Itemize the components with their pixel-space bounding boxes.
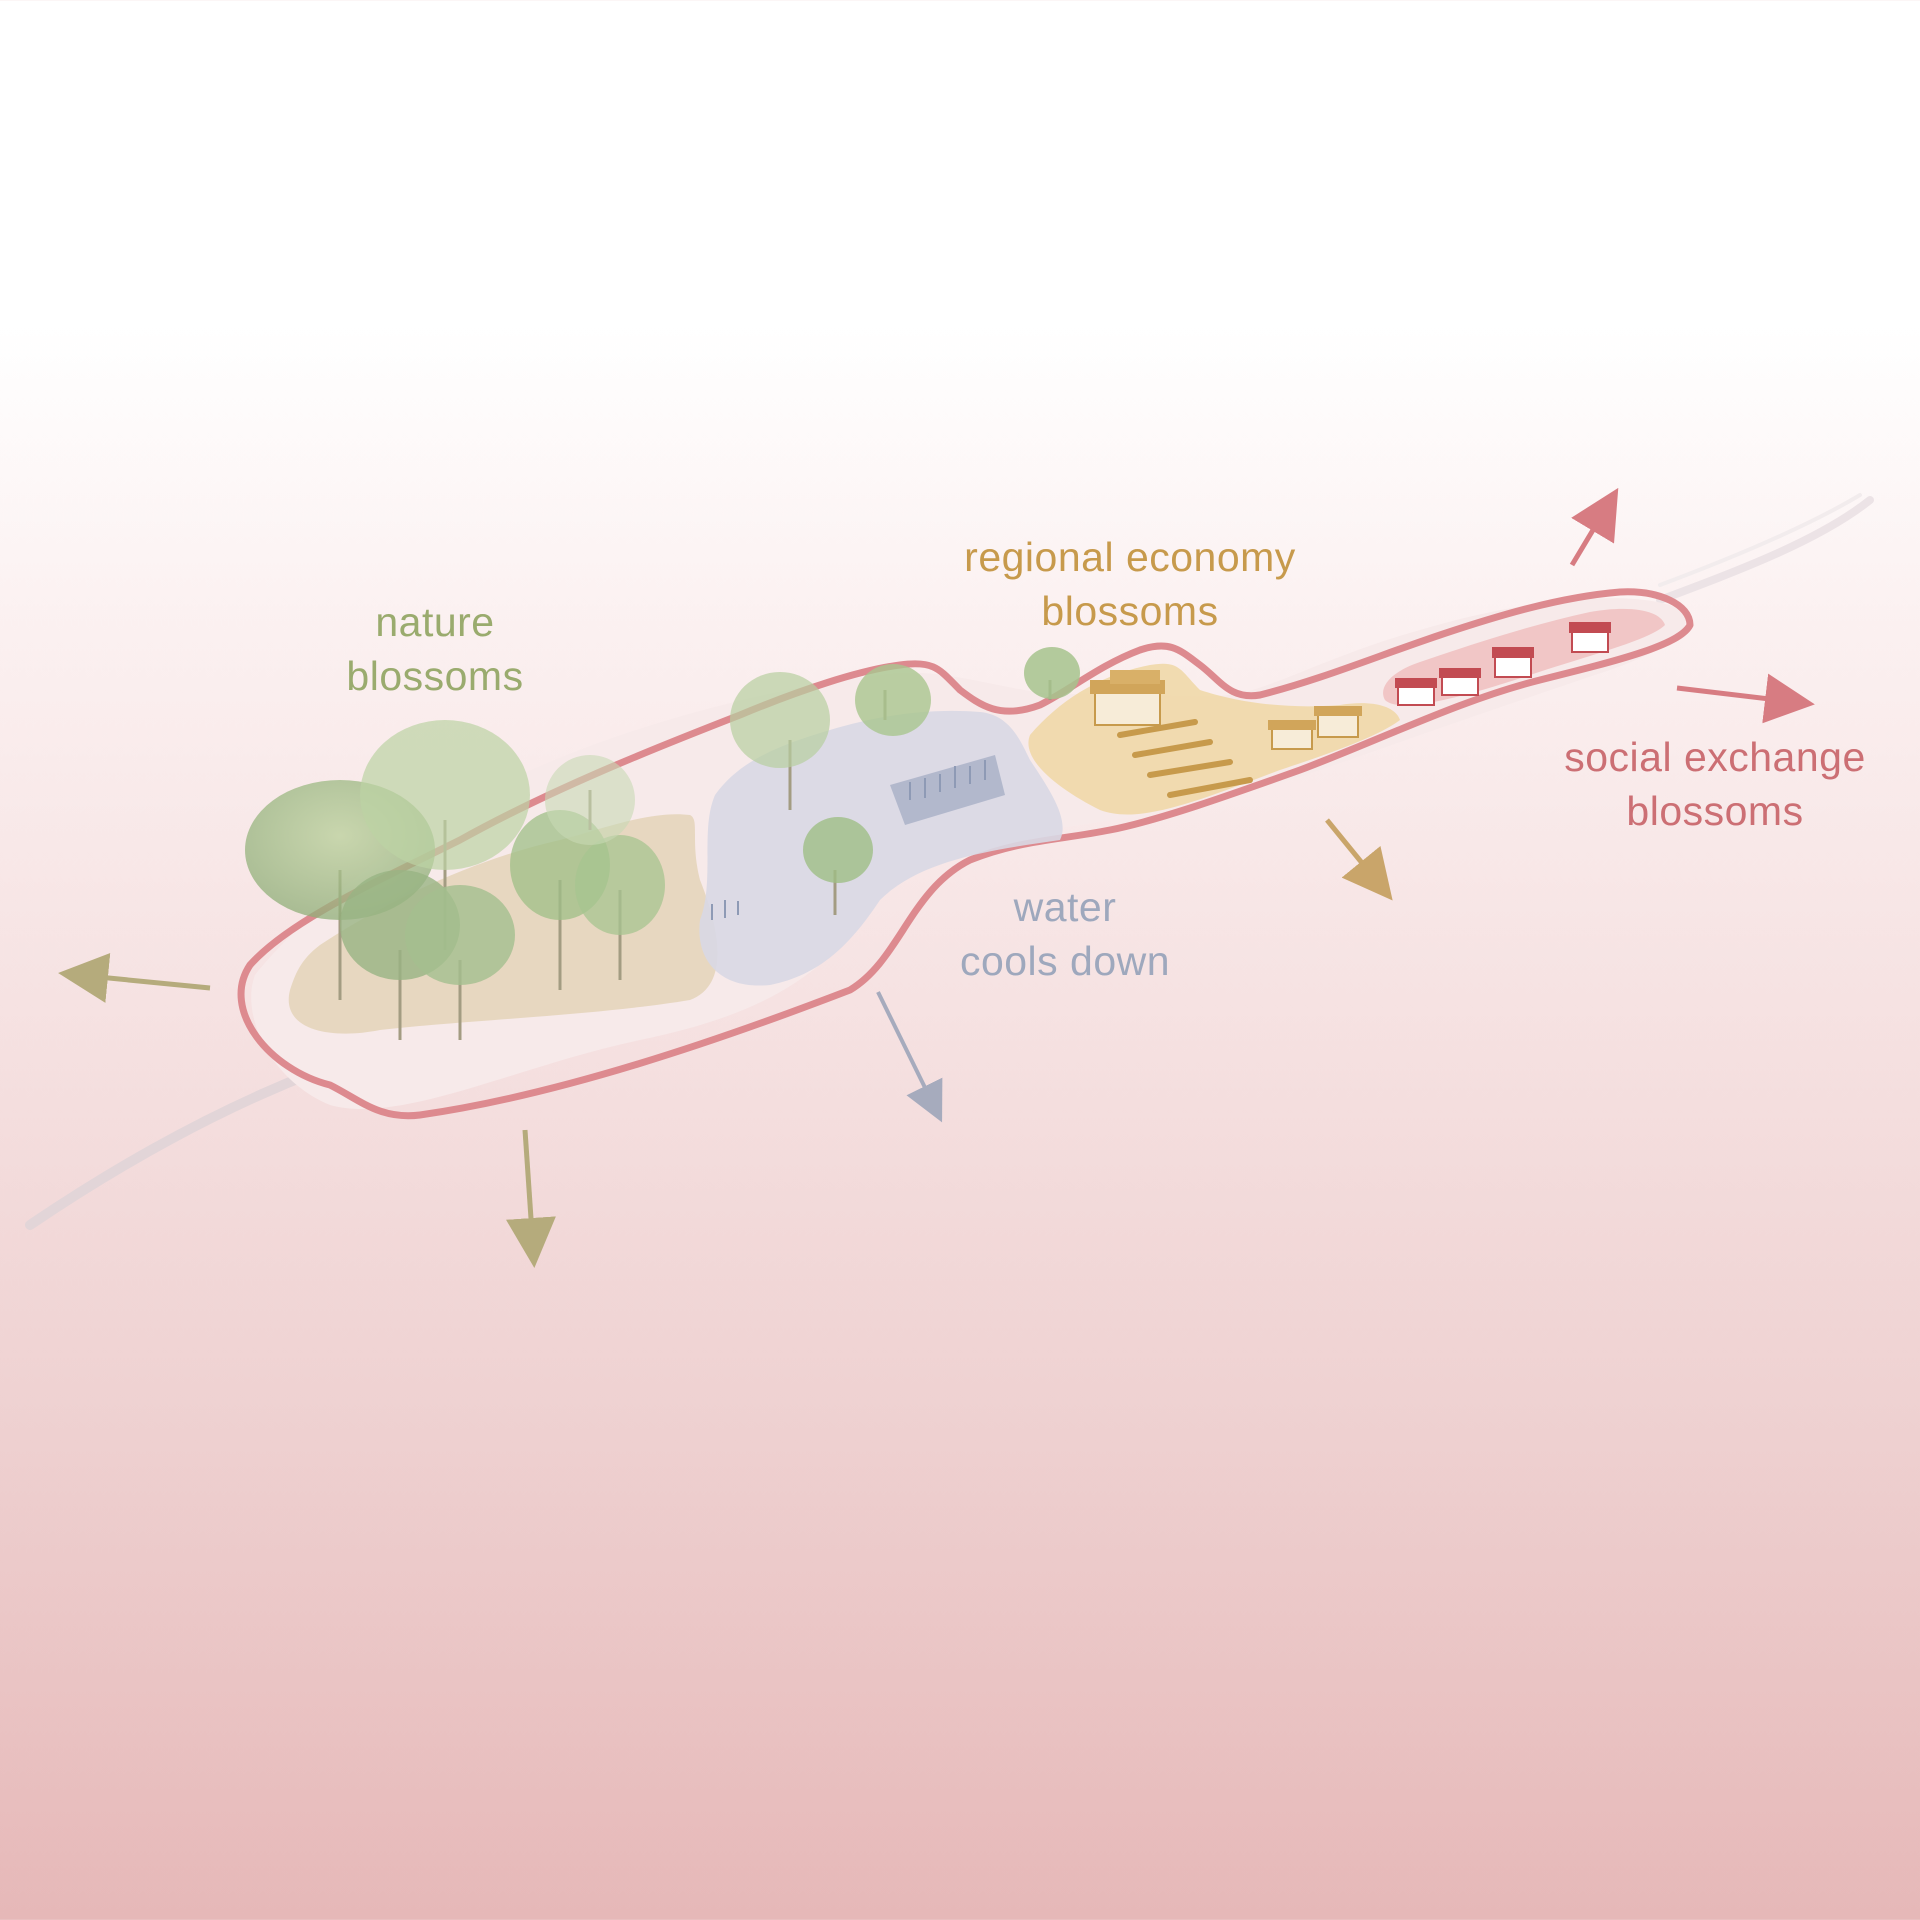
building-icon [1314,706,1362,738]
social-label-line-2: blossoms [1626,788,1804,834]
house-icon [1569,622,1611,653]
social-exchange-label: social exchange blossoms [1505,730,1920,838]
house-icon [1395,678,1437,706]
pond-reeds [711,760,986,920]
nature-label-line-1: nature [375,599,495,645]
arrow-icon [876,991,943,1123]
building-icon [1268,720,1316,750]
tree-icon [545,755,635,845]
pond [890,755,1005,825]
island-boundary [237,588,1694,1120]
building-icon [1090,670,1165,726]
tree-icon [405,885,515,1040]
economy-label-line-1: regional economy [964,534,1296,580]
tree-icon [855,664,931,736]
water-label-line-2: cools down [959,938,1171,984]
tree-icon [730,672,830,810]
nature-label-line-2: blossoms [346,653,524,699]
market-stall-icon [1117,719,1253,798]
arrow-icon [1569,487,1619,567]
house-icon [1492,647,1534,678]
regional-economy-label: regional economy blossoms [900,530,1360,638]
water-cools-down-label: water cools down [905,880,1225,988]
arrow-icon [58,953,211,1003]
tree-icon [575,835,665,980]
arrow-icon [506,1129,556,1268]
house-icon [1439,668,1481,696]
social-label-line-1: social exchange [1564,734,1866,780]
tree-icon [1024,647,1080,700]
arrow-icon [1325,818,1393,901]
water-label-line-1: water [1013,884,1117,930]
arrow-icon [1676,673,1815,724]
economy-label-line-2: blossoms [1041,588,1219,634]
tree-icon [803,817,873,915]
nature-blossoms-label: nature blossoms [300,595,570,703]
